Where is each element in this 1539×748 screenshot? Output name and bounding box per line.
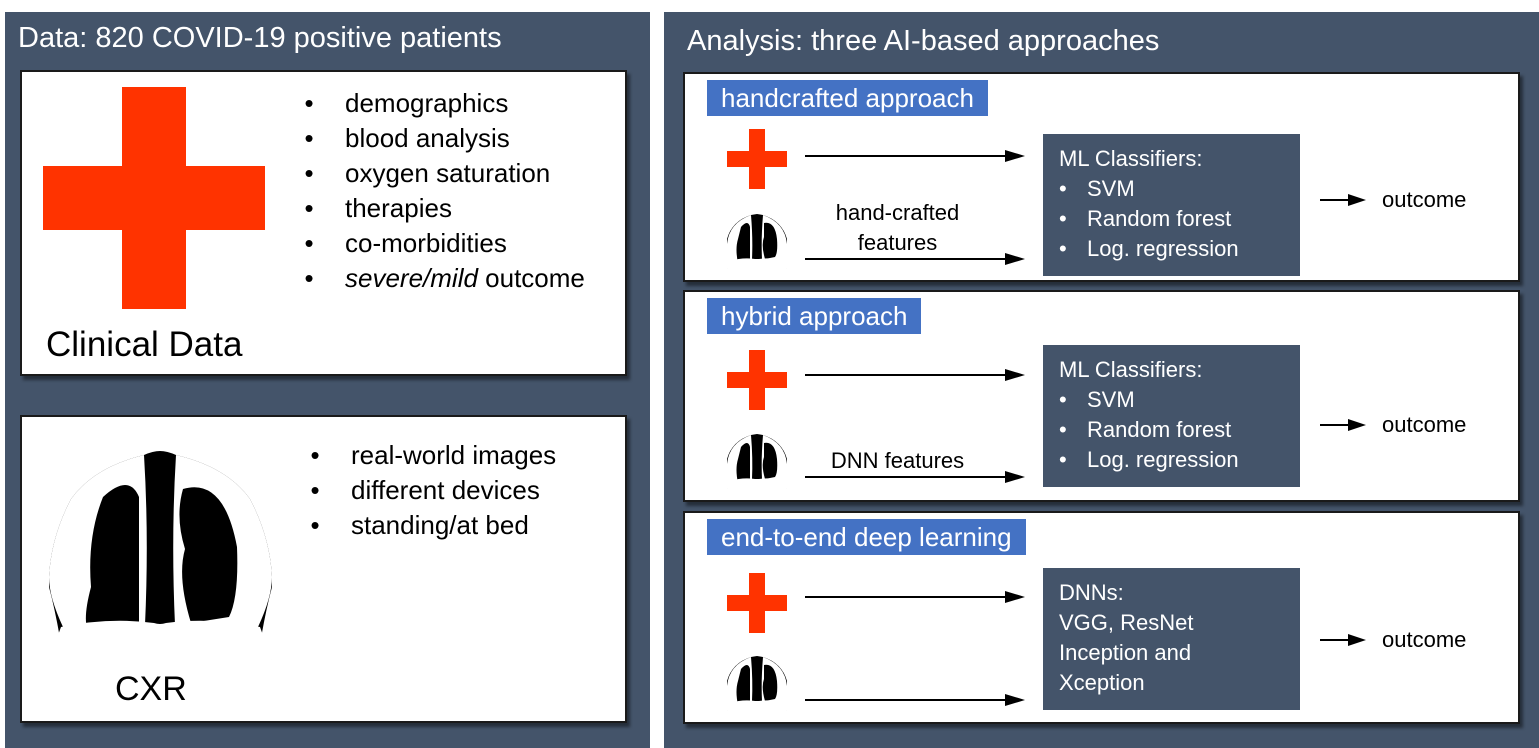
arrow-icon [1320,634,1366,646]
end-to-end-approach-box: end-to-end deep learning DNNs: VGG, ResN… [683,511,1520,724]
clinical-data-list: •demographics •blood analysis •oxygen sa… [299,86,585,296]
chest-xray-mask-icon [49,437,272,660]
outcome-label: outcome [1382,187,1467,212]
hybrid-approach-box: hybrid approach DNN features ML Classifi… [683,290,1520,502]
chest-xray-mask-icon [727,209,787,269]
approach-tag: end-to-end deep learning [707,519,1026,555]
approach-tag: hybrid approach [707,298,922,334]
arrow-icon [805,694,1025,706]
list-item: •therapies [304,193,452,223]
list-item: •standing/at bed [310,510,529,540]
red-cross-icon [43,87,265,309]
clinical-data-box: •demographics •blood analysis •oxygen sa… [20,70,627,376]
list-item: •oxygen saturation [304,158,551,188]
red-cross-icon [727,350,787,410]
classifier-box: ML Classifiers: •SVM •Random forest •Log… [1043,134,1300,276]
list-item: •demographics [304,88,509,118]
arrow-icon [805,150,1025,162]
data-panel-title: Data: 820 COVID-19 positive patients [18,22,502,54]
outcome-label: outcome [1382,627,1467,652]
list-item: •different devices [310,475,540,505]
classifier-box: ML Classifiers: •SVM •Random forest •Log… [1043,345,1300,487]
cxr-list: •real-world images •different devices •s… [305,438,556,543]
chest-xray-mask-icon [727,429,787,489]
arrow-icon [1320,194,1366,206]
arrow-icon [805,471,1025,483]
analysis-panel-title: Analysis: three AI-based approaches [687,25,1160,57]
arrow-icon [805,253,1025,265]
arrow-icon [1320,419,1366,431]
chest-xray-mask-icon [727,651,787,711]
dnn-box: DNNs: VGG, ResNet Inception and Xception [1043,568,1300,710]
cxr-box: •real-world images •different devices •s… [20,415,627,723]
clinical-data-label: Clinical Data [46,325,243,364]
list-item: •severe/mild outcome [304,263,585,293]
red-cross-icon [727,573,787,633]
list-item: •co-morbidities [304,228,507,258]
list-item: •blood analysis [304,123,510,153]
outcome-label: outcome [1382,412,1467,437]
feature-label: hand-crafted features [835,200,960,255]
arrow-icon [805,369,1025,381]
arrow-icon [805,591,1025,603]
red-cross-icon [727,129,787,189]
list-item: •real-world images [310,440,557,470]
cxr-label: CXR [115,670,187,708]
approach-tag: handcrafted approach [707,80,988,116]
feature-label: DNN features [830,448,965,473]
handcrafted-approach-box: handcrafted approach hand-crafted featur… [683,72,1520,282]
